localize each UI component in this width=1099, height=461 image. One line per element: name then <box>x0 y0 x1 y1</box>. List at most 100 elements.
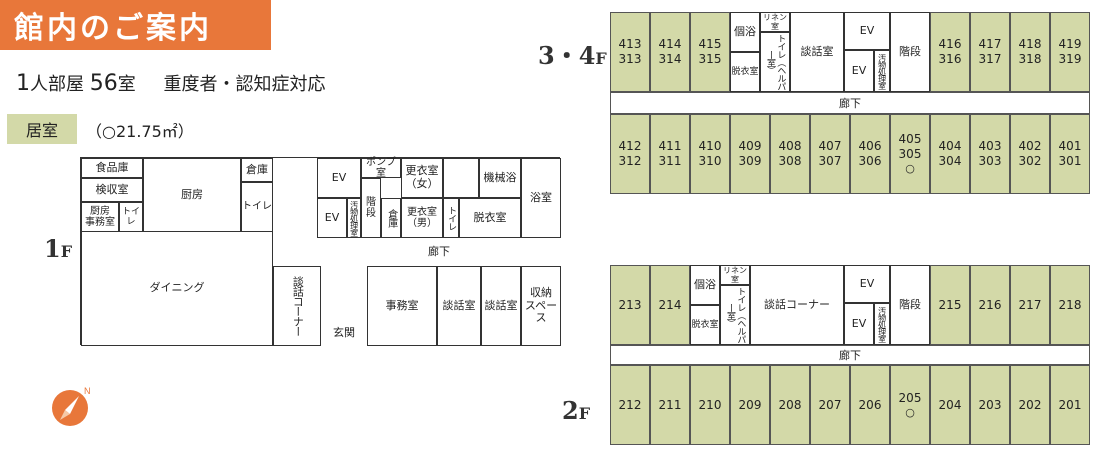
room-dirty: 汚物処理室 <box>874 303 890 345</box>
room-stairs: 階段 <box>890 265 930 345</box>
room-pump: ポンプ室 <box>361 157 401 179</box>
floor-34-number: 3・4 <box>538 41 596 70</box>
room-dirty: 汚物処理室 <box>874 50 890 92</box>
corridor-2f: 廊下 <box>610 345 1090 365</box>
resident-room: 218 <box>1050 265 1090 345</box>
room-talk-corner: 談話コーナー <box>750 265 844 345</box>
room-undressing: 脱衣室 <box>459 198 521 238</box>
resident-room: 206 <box>850 365 890 445</box>
room-toilet-3: トイレ <box>443 198 459 238</box>
room-lounge-2: 談話室 <box>481 266 521 346</box>
resident-room: 205○ <box>890 365 930 445</box>
corridor-34f: 廊下 <box>610 92 1090 114</box>
room-toilet-2: トイレ <box>241 182 273 232</box>
room-count-unit: 室 <box>117 74 136 95</box>
room-change-female: 更衣室 （女） <box>401 158 443 198</box>
resident-room: 215 <box>930 265 970 345</box>
room-blank <box>443 158 479 198</box>
legend-area: （○21.75㎡） <box>86 122 194 141</box>
resident-room: 209 <box>730 365 770 445</box>
room-private-bath: 個浴 <box>730 12 760 52</box>
resident-room: 213 <box>610 265 650 345</box>
resident-room: 211 <box>650 365 690 445</box>
resident-room: 216 <box>970 265 1010 345</box>
room-count-prefix: 1 <box>16 71 30 96</box>
room-kitchen: 厨房 <box>143 158 241 232</box>
room-ev-top: EV <box>317 158 361 198</box>
room-private-bath: 個浴 <box>690 265 720 305</box>
resident-room: 202 <box>1010 365 1050 445</box>
room-undress: 脱衣室 <box>730 52 760 92</box>
resident-room: 212 <box>610 365 650 445</box>
dirty-text: 汚物処理室 <box>877 306 887 342</box>
room-undress: 脱衣室 <box>690 305 720 345</box>
floor-1-label: 1F <box>44 234 72 263</box>
floor-34-unit: F <box>595 49 607 68</box>
storage-2-text: 倉庫 <box>385 209 397 227</box>
room-lounge-1: 談話室 <box>437 266 481 346</box>
resident-room: 208 <box>770 365 810 445</box>
dirty-text: 汚物処理室 <box>877 53 887 89</box>
floor-1-unit: F <box>60 242 73 261</box>
toilet-helper-text: トイレ（ヘルパー室） <box>725 287 746 343</box>
ev-bottom: EV <box>844 303 874 345</box>
room-lounge: 談話室 <box>790 12 844 92</box>
floor-34-label: 3・4F <box>538 36 607 71</box>
room-count-value: 56 <box>89 71 118 96</box>
room-machine-bath: 機械浴 <box>479 158 521 198</box>
north-label: N <box>84 386 91 396</box>
page-title: 館内のご案内 <box>0 0 271 50</box>
room-toilet: トイレ <box>119 202 143 232</box>
resident-room: 214 <box>650 265 690 345</box>
room-linen: リネン室 <box>720 265 750 285</box>
floor-2-label: 2F <box>562 396 590 425</box>
room-stairs: 階段 <box>890 12 930 92</box>
resident-room: 201 <box>1050 365 1090 445</box>
resident-room: 203 <box>970 365 1010 445</box>
room-storage-space: 収納 スペース <box>521 266 561 346</box>
room-storage-2: 倉庫 <box>381 198 401 238</box>
ev-top: EV <box>844 265 890 303</box>
room-toilet-helper: トイレ（ヘルパー室） <box>760 32 790 92</box>
room-dining: ダイニング <box>81 232 273 346</box>
room-office: 事務室 <box>367 266 437 346</box>
room-stairs: 階段 <box>361 178 381 238</box>
room-food-storage: 食品庫 <box>81 158 143 178</box>
floor-2-unit: F <box>578 404 591 423</box>
ev-top: EV <box>844 12 890 50</box>
room-inspection: 検収室 <box>81 178 143 202</box>
floor-2-plan: 213 214 個浴 脱衣室 リネン室 トイレ（ヘルパー室） 談話コーナー EV… <box>610 265 1090 445</box>
corridor-1f: 廊下 <box>317 238 561 266</box>
resident-room: 210 <box>690 365 730 445</box>
dirty-disposal-text: 汚物処理室 <box>349 200 359 236</box>
resident-room: 204 <box>930 365 970 445</box>
floor-1-number: 1 <box>44 234 61 263</box>
room-count-label: 人部屋 <box>30 74 84 95</box>
room-summary: 1人部屋 56室 重度者・認知症対応 <box>16 70 325 96</box>
toilet-helper-text: トイレ（ヘルパー室） <box>765 34 786 90</box>
room-dirty-disposal: 汚物処理室 <box>347 198 361 238</box>
room-toilet-helper: トイレ（ヘルパー室） <box>720 285 750 345</box>
resident-room: 217 <box>1010 265 1050 345</box>
room-change-male: 更衣室 （男） <box>401 198 443 238</box>
room-bathroom: 浴室 <box>521 158 561 238</box>
resident-room: 207 <box>810 365 850 445</box>
